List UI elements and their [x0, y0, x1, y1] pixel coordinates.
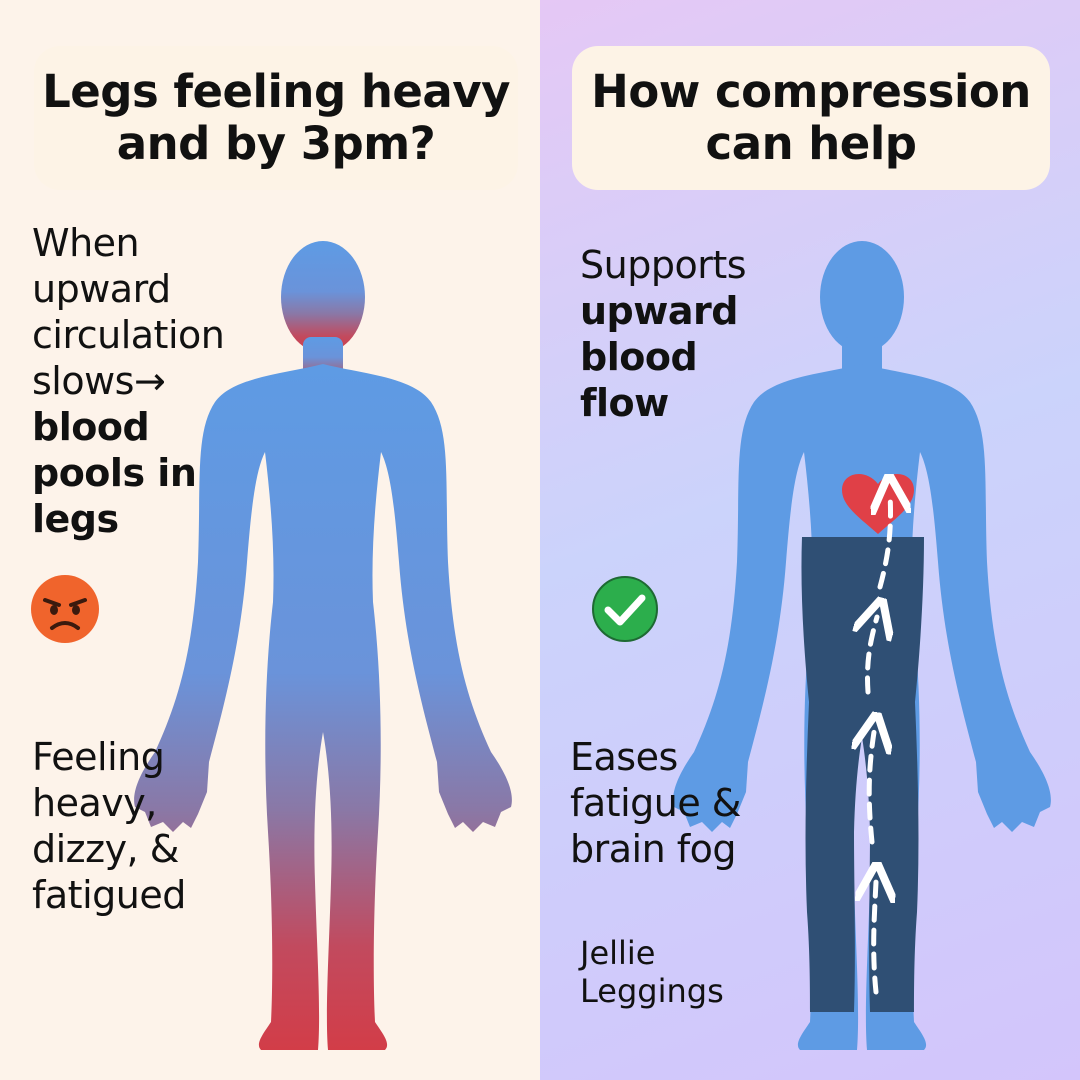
right-panel: How compression can help Supports upward… [540, 0, 1080, 1080]
left-bold-line-2: pools in [32, 451, 197, 495]
brand-line-1: Jellie [580, 934, 656, 972]
left-title-line-1: Legs feeling heavy [42, 65, 510, 118]
right-bottom-line-1: Eases [570, 735, 678, 779]
compression-body-figure [657, 232, 1067, 1052]
right-top-text: Supports upward blood flow [580, 242, 747, 426]
left-bottom-line-3: dizzy, & [32, 827, 179, 871]
left-bottom-text: Feeling heavy, dizzy, & fatigued [32, 734, 186, 918]
left-top-line-3: circulation [32, 313, 225, 357]
right-bottom-line-2: fatigue & [570, 781, 741, 825]
left-top-line-1: When [32, 221, 140, 265]
right-bottom-line-3: brain fog [570, 827, 736, 871]
right-bold-line-1: upward [580, 289, 738, 333]
left-bold-line-1: blood [32, 405, 150, 449]
angry-face-icon [31, 575, 99, 643]
left-bottom-line-1: Feeling [32, 735, 165, 779]
left-bold-line-3: legs [32, 497, 119, 541]
left-panel: Legs feeling heavy and by 3pm? When upwa… [0, 0, 540, 1080]
right-title-line-1: How compression [591, 65, 1031, 118]
right-top-line-1: Supports [580, 243, 747, 287]
left-top-text: When upward circulation slows→ blood poo… [32, 220, 225, 542]
left-bottom-line-2: heavy, [32, 781, 157, 825]
brand-name: Jellie Leggings [580, 934, 724, 1010]
left-title-line-2: and by 3pm? [116, 117, 436, 170]
right-title: How compression can help [572, 46, 1050, 190]
left-top-line-4: slows→ [32, 359, 166, 403]
brand-line-2: Leggings [580, 972, 724, 1010]
left-title: Legs feeling heavy and by 3pm? [34, 46, 518, 190]
left-bottom-line-4: fatigued [32, 873, 186, 917]
left-top-line-2: upward [32, 267, 171, 311]
check-mark-icon [592, 576, 658, 642]
right-bottom-text: Eases fatigue & brain fog [570, 734, 741, 872]
right-title-line-2: can help [705, 117, 917, 170]
right-bold-line-2: blood [580, 335, 698, 379]
right-bold-line-3: flow [580, 381, 669, 425]
leggings [801, 537, 924, 1012]
